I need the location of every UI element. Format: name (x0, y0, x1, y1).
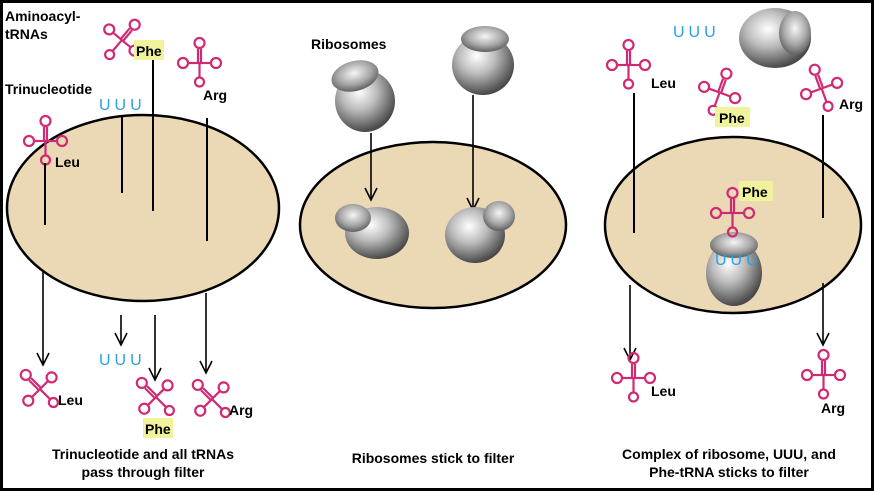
phe-highlight-bound (739, 181, 773, 201)
trna-arg-bottom-left (177, 365, 245, 432)
panel-right: UUU Leu Phe Arg Ph (603, 8, 863, 480)
trna-label-arg-top-right: Arg (839, 96, 863, 112)
trna-arg-bottom-right (800, 348, 847, 400)
trinucleotide-label: Trinucleotide (5, 81, 92, 97)
uuu-codon-top-right: UUU (673, 24, 720, 41)
trna-label-leu-top-left: Leu (55, 154, 80, 170)
filter-binding-diagram: Aminoacyl- tRNAs Trinucleotide UUU Phe A… (5, 5, 863, 480)
trna-label-phe-bound: Phe (742, 184, 768, 200)
caption-right-line1: Complex of ribosome, UUU, and (622, 446, 836, 462)
trna-label-phe-top-right: Phe (719, 110, 745, 126)
ribosome-top-left (331, 60, 395, 132)
trna-leu-bottom-right (610, 351, 657, 403)
caption-middle: Ribosomes stick to filter (352, 450, 515, 466)
aminoacyl-label-line2: tRNAs (5, 26, 48, 42)
trna-label-leu-top-right: Leu (651, 75, 676, 91)
trna-label-leu-bottom-right: Leu (651, 383, 676, 399)
trna-label-phe-bottom-left: Phe (145, 421, 171, 437)
filter-left (5, 113, 281, 303)
phe-highlight-top-left (134, 40, 164, 60)
trna-label-leu-bottom-left: Leu (58, 392, 83, 408)
trna-phe-top-left (89, 5, 156, 73)
ribosomes-label: Ribosomes (311, 36, 387, 52)
arrows-left (36, 271, 213, 382)
trna-label-arg-top-left: Arg (203, 87, 227, 103)
panel-left: Aminoacyl- tRNAs Trinucleotide UUU Phe A… (5, 5, 281, 480)
trna-label-phe-top-left: Phe (136, 43, 162, 59)
panel-middle: Ribosomes Ribosomes stick to filter (298, 26, 568, 466)
trna-label-arg-bottom-left: Arg (229, 402, 253, 418)
trna-leu-top-right (605, 38, 652, 90)
trna-arg-top-left (176, 36, 223, 88)
ribosome-top-right (452, 26, 514, 95)
phe-highlight-bottom-left (143, 418, 173, 438)
trna-label-arg-bottom-right: Arg (821, 400, 845, 416)
filter-middle (298, 140, 568, 310)
ribosome-bound-right (445, 201, 515, 263)
trna-leu-bottom-left (5, 355, 73, 422)
uuu-codon-top-left: UUU (99, 97, 146, 114)
ribosome-free-right (739, 8, 811, 68)
phe-highlight-top-right (715, 107, 750, 127)
ribosome-complex-bound (706, 232, 762, 306)
ribosome-bound-left (335, 204, 409, 259)
caption-right-line2: Phe-tRNA sticks to filter (649, 464, 809, 480)
caption-left-line1: Trinucleotide and all tRNAs (52, 446, 234, 462)
caption-left-line2: pass through filter (82, 464, 205, 480)
uuu-codon-bottom-left: UUU (99, 352, 146, 369)
uuu-codon-bound: UUU (715, 252, 762, 269)
aminoacyl-label-line1: Aminoacyl- (5, 8, 81, 24)
